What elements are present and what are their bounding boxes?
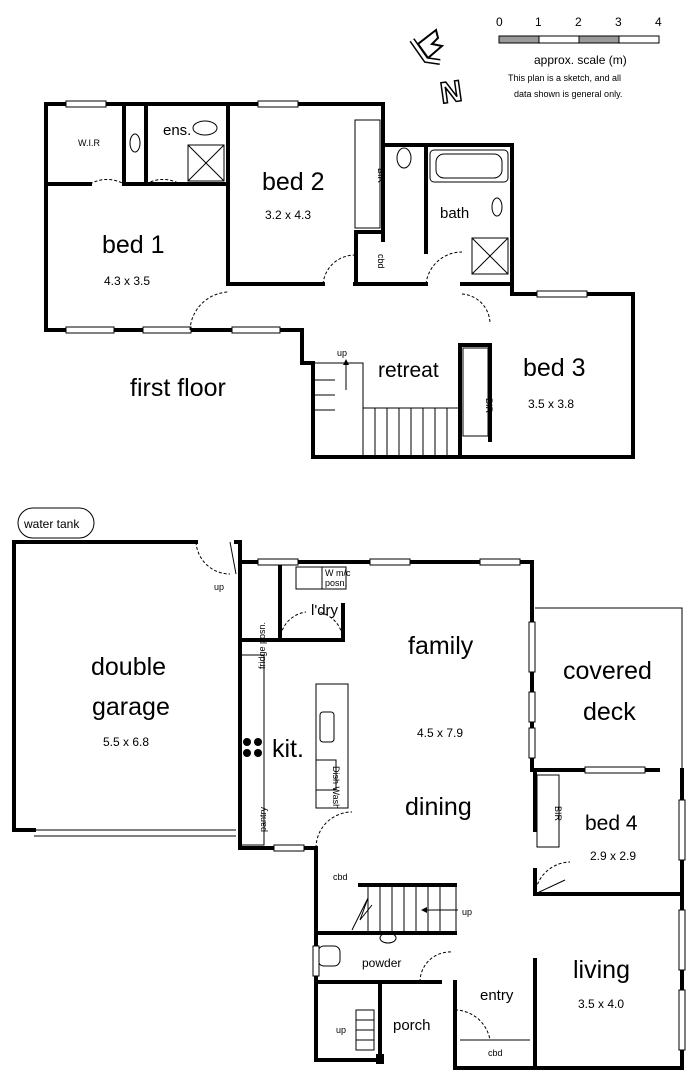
ground-floor-plan: water tank W m/c posn. Dish Wash [12, 507, 686, 1070]
first-floor-label: first floor [130, 374, 226, 402]
sink-icon [319, 711, 335, 743]
room-bed1-name: bed 1 [102, 231, 165, 259]
dish-label: Dish Wash [331, 766, 341, 809]
garage-name-line1: double [91, 653, 166, 681]
wm-line2: posn. [325, 578, 347, 588]
room-living-name: living [573, 956, 630, 984]
fridge-label: fridge posn. [257, 622, 267, 669]
scale-title: approx. scale (m) [534, 53, 627, 67]
compass-letter: N [438, 75, 464, 111]
toilet-icon [396, 147, 412, 169]
room-wir-name: W.I.R [78, 138, 100, 148]
scale-note-line2: data shown is general only. [514, 89, 622, 99]
room-cbd-name: cbd [376, 254, 386, 269]
room-ens-name: ens. [163, 122, 191, 139]
water-tank [17, 507, 95, 539]
room-entry-name: entry [480, 987, 514, 1004]
cooktop-icon [243, 738, 262, 757]
covered-deck-line2: deck [583, 698, 636, 726]
toilet-icon [192, 120, 218, 136]
scale-tick-2: 2 [575, 15, 582, 29]
stairs-first-floor: up [312, 348, 461, 458]
room-bed4-name: bed 4 [585, 812, 638, 835]
room-living-size: 3.5 x 4.0 [578, 997, 624, 1011]
scale-bar: 0 1 2 3 4 approx. scale (m) This plan is… [496, 15, 662, 99]
toilet-icon [317, 945, 341, 967]
shower-icon [187, 144, 225, 182]
garage-name-line2: garage [92, 693, 170, 721]
room-bed1-size: 4.3 x 3.5 [104, 274, 150, 288]
scale-tick-0: 0 [496, 15, 503, 29]
room-bir-bed3: BIR [484, 398, 494, 414]
garage-size: 5.5 x 6.8 [103, 735, 149, 749]
room-kitchen-name: kit. [272, 735, 304, 763]
bathtub-icon [429, 149, 509, 183]
room-bed4-size: 2.9 x 2.9 [590, 849, 636, 863]
garage-up-label: up [214, 582, 224, 592]
room-retreat-name: retreat [378, 359, 439, 382]
room-bed3-name: bed 3 [523, 354, 586, 382]
room-bed2-name: bed 2 [262, 168, 325, 196]
shower-icon [471, 237, 509, 275]
room-cbd-entry: cbd [488, 1048, 503, 1058]
room-porch-name: porch [393, 1017, 431, 1034]
room-powder-name: powder [362, 956, 401, 970]
north-arrow-icon: N [409, 28, 465, 111]
room-cbd-upper: cbd [333, 872, 348, 882]
pantry-label: pantry [258, 806, 268, 832]
room-dining-name: dining [405, 793, 472, 821]
covered-deck-line1: covered [563, 657, 652, 685]
basin-icon [379, 932, 397, 944]
room-bir-bed4: BIR [553, 806, 563, 822]
basin-icon [129, 133, 141, 153]
basin-icon [491, 197, 503, 217]
room-bed3-size: 3.5 x 3.8 [528, 397, 574, 411]
water-tank-label: water tank [23, 517, 80, 531]
ground-up-label: up [462, 907, 472, 917]
scale-tick-4: 4 [655, 15, 662, 29]
wm-line1: W m/c [325, 568, 351, 578]
room-bath-name: bath [440, 205, 469, 222]
room-bed2-size: 3.2 x 4.3 [265, 208, 311, 222]
room-family-size: 4.5 x 7.9 [417, 726, 463, 740]
room-bir-bed2: BIR [376, 168, 386, 184]
porch-up-label: up [336, 1025, 346, 1035]
room-family-name: family [408, 632, 474, 660]
first-floor-up-label: up [337, 348, 347, 358]
scale-tick-1: 1 [535, 15, 542, 29]
scale-tick-3: 3 [615, 15, 622, 29]
first-floor-plan: up bed 1 4. [44, 100, 635, 459]
room-laundry-name: l'dry [311, 602, 339, 619]
scale-note-line1: This plan is a sketch, and all [508, 73, 621, 83]
